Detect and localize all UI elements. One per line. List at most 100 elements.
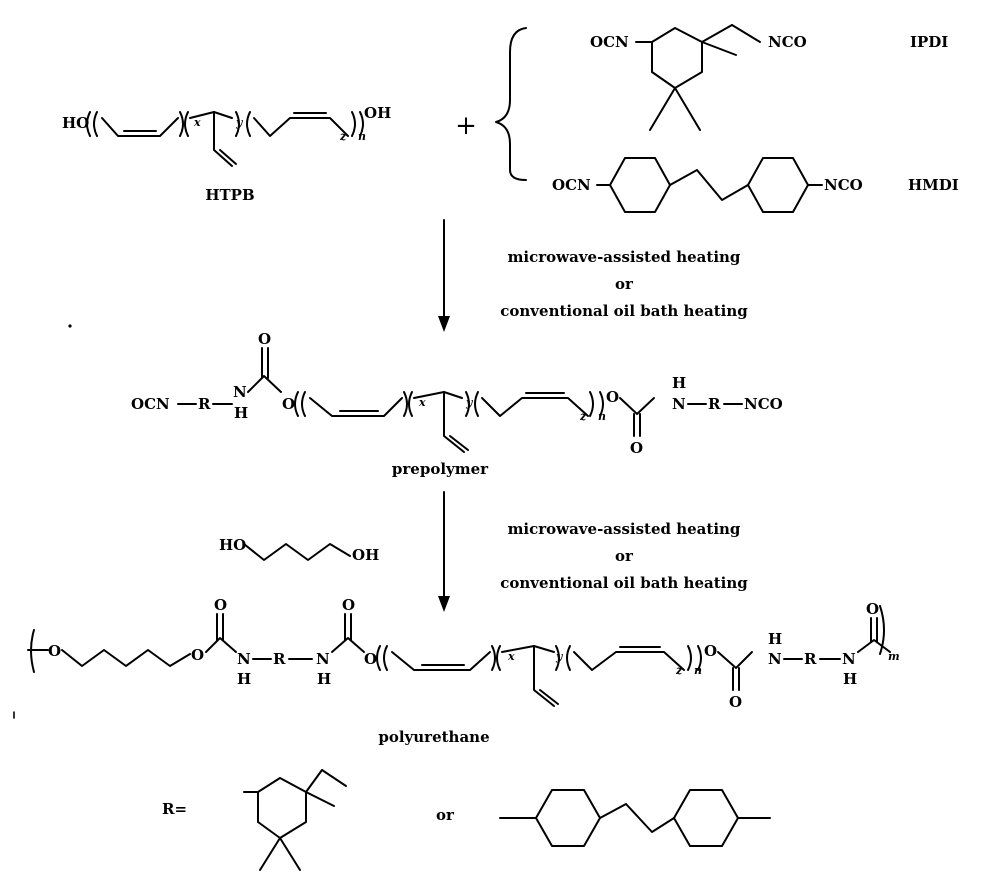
pu-r2: R <box>804 650 817 668</box>
htpb-paren-x-close <box>179 111 184 137</box>
htpb-end-oh: OH <box>364 104 391 122</box>
pu-paren-z-close <box>687 645 692 671</box>
prepolymer-sub-x: x <box>418 396 426 409</box>
r-ipdi-methyl-1 <box>305 791 335 807</box>
pu-o-carbonyl-3: O <box>729 693 742 711</box>
htpb-bracket-open-inner <box>93 111 98 137</box>
prepolymer-structure: OCN R N H O O x y z n O O H N <box>131 330 783 478</box>
pu-paren-x-close <box>491 645 496 671</box>
r-ipdi-methyl-2 <box>259 837 281 871</box>
pu-butylene-chain <box>61 649 191 667</box>
prepolymer-trans-segment <box>481 397 589 417</box>
r-hmdi-bridge <box>599 803 675 833</box>
htpb-vinyl-pendant <box>213 111 233 167</box>
prepolymer-o-link-left: O <box>282 395 295 413</box>
htpb-sub-n: n <box>358 130 366 143</box>
prepolymer-name: prepolymer <box>392 460 489 478</box>
r-definition-label: R= <box>162 800 187 818</box>
pu-sub-n: n <box>694 664 702 677</box>
prepolymer-bracket-close <box>599 391 604 417</box>
r-hmdi-ring-2 <box>673 789 739 847</box>
pu-h1: H <box>237 670 251 688</box>
prepolymer-cis-segment <box>309 397 403 417</box>
prepolymer-bracket-open-inner <box>301 391 306 417</box>
pu-carbamate-4 <box>857 639 891 653</box>
pu-sub-y: y <box>555 650 564 663</box>
prepolymer-paren-z-open <box>474 391 479 417</box>
htpb-sub-z: z <box>339 130 347 143</box>
prepolymer-paren-z-close <box>589 391 594 417</box>
prepolymer-sub-y: y <box>465 396 474 409</box>
hmdi-nco: NCO <box>824 176 863 194</box>
ipdi-nco: NCO <box>768 33 807 51</box>
pu-n1: N <box>237 650 251 668</box>
prepolymer-r-right: R <box>708 395 721 413</box>
hmdi-ring-2 <box>747 157 809 213</box>
butanediol-structure: HO OH <box>219 536 379 564</box>
step2-condition-1: microwave-assisted heating <box>508 520 741 538</box>
prepolymer-vinyl-double <box>449 435 469 451</box>
htpb-paren-z-open <box>246 111 251 137</box>
ipdi-ch2-bond <box>701 24 733 43</box>
ipdi-structure: OCN NCO IPDI <box>590 24 948 131</box>
prepolymer-paren-x-close <box>403 391 408 417</box>
bdo-ho: HO <box>219 536 246 554</box>
r-ipdi-ch2-end <box>321 769 347 787</box>
isocyanate-brace <box>495 27 527 181</box>
ipdi-methyl-1 <box>701 41 737 56</box>
prepolymer-bracket-open-outer <box>294 391 299 417</box>
pu-carbamate-1 <box>205 637 237 653</box>
pu-bracket-n-close <box>697 645 702 671</box>
pu-o-carbonyl-2: O <box>342 596 355 614</box>
htpb-paren-y-open <box>184 111 189 137</box>
ipdi-methyl-3 <box>674 87 701 131</box>
pu-sub-m: m <box>888 650 900 663</box>
pu-trans-segment <box>573 651 685 671</box>
plus-sign: + <box>455 111 477 141</box>
r-definition: R= or <box>162 769 771 871</box>
prepolymer-ocn: OCN <box>131 395 170 413</box>
hmdi-name: HMDI <box>908 176 959 194</box>
pu-h4: H <box>843 670 857 688</box>
pu-carbamate-3 <box>717 651 753 669</box>
bdo-oh: OH <box>352 546 379 564</box>
pu-bracket-n-open-inner <box>383 645 388 671</box>
htpb-paren-z-close <box>351 111 356 137</box>
prepolymer-paren-y-close <box>465 391 470 417</box>
prepolymer-r-left: R <box>198 395 211 413</box>
pu-n2: N <box>316 650 330 668</box>
htpb-bracket-open-outer <box>86 111 91 137</box>
step2-condition-or: or <box>615 547 634 565</box>
prepolymer-nco: NCO <box>744 395 783 413</box>
hmdi-ch2-bridge <box>669 169 749 201</box>
pu-carbamate-2 <box>331 637 365 653</box>
pu-o-link: O <box>364 650 377 668</box>
stray-dot <box>68 324 72 328</box>
pu-r1: R <box>273 650 286 668</box>
htpb-cis-segment <box>101 117 179 137</box>
pu-n3: N <box>768 650 782 668</box>
pu-o-ester: O <box>191 646 204 664</box>
step1-condition-2: conventional oil bath heating <box>500 302 748 320</box>
prepolymer-h-right: H <box>672 374 686 392</box>
ipdi-ch2-nco <box>731 24 761 43</box>
r-ipdi-ring <box>257 777 307 839</box>
r-ipdi-ch2 <box>305 769 323 793</box>
pu-n4: N <box>842 650 856 668</box>
htpb-sub-x: x <box>193 116 201 129</box>
pu-h2: H <box>317 670 331 688</box>
step1-arrow <box>438 219 450 332</box>
htpb-end-ho: HO <box>62 114 89 132</box>
htpb-sub-y: y <box>235 116 244 129</box>
prepolymer-o-carbonyl-left: O <box>258 330 271 348</box>
step2-arrow <box>438 491 450 612</box>
ipdi-ring <box>651 27 703 89</box>
htpb-vinyl-double <box>219 149 237 165</box>
r-hmdi-residue <box>499 789 771 847</box>
prepolymer-o-link-right: O <box>606 388 619 406</box>
prepolymer-sub-z: z <box>579 410 587 423</box>
pu-paren-z-open <box>566 645 571 671</box>
step1-condition-or: or <box>615 275 634 293</box>
prepolymer-o-carbonyl-right: O <box>630 439 643 457</box>
